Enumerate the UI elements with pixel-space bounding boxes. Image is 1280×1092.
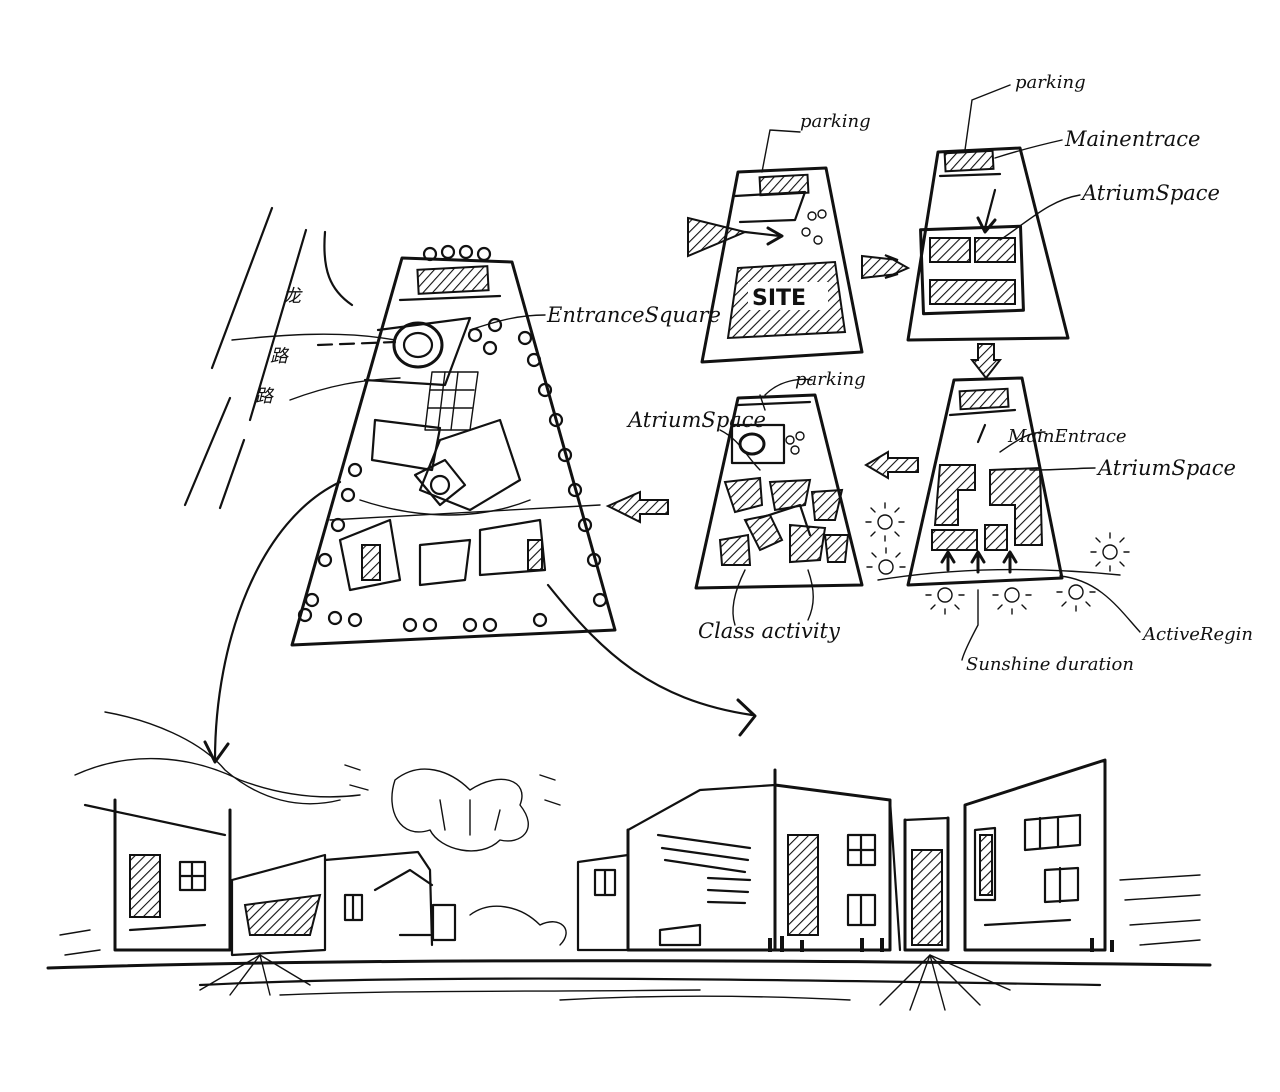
diagram-site: SITE parking <box>687 111 871 364</box>
road-lines: 龙 路 路 <box>183 206 401 510</box>
street-elevation <box>46 711 1212 1011</box>
main-entrance-label-1: Mainentrace <box>1064 127 1200 151</box>
main-entrance-label-2: MainEntrace <box>1007 426 1127 447</box>
parking-label-1: parking <box>800 111 871 132</box>
entrance-square-label: EntranceSquare <box>546 303 721 327</box>
active-region-label: ActiveRegin <box>1141 624 1253 645</box>
road-label-1: 龙 <box>283 286 303 307</box>
road-label-2: 路 <box>270 346 290 367</box>
sun-icon <box>865 502 1130 615</box>
diagram-entrance: parking Mainentrace AtriumSpace <box>906 72 1220 342</box>
atrium-space-label-1: AtriumSpace <box>1080 181 1220 205</box>
sunshine-duration-label: Sunshine duration <box>966 654 1134 675</box>
class-activity-label: Class activity <box>698 619 841 643</box>
site-label: SITE <box>752 286 806 311</box>
site-plan <box>290 256 617 647</box>
road-label-3: 路 <box>255 386 275 407</box>
atrium-space-label-2: AtriumSpace <box>1096 456 1236 480</box>
parking-label-2: parking <box>1015 72 1086 93</box>
tree-icon <box>297 244 608 633</box>
diagram-sunshine: MainEntrace AtriumSpace ActiveRegin Suns… <box>877 376 1253 675</box>
atrium-space-label-3: AtriumSpace <box>626 408 766 432</box>
diagram-class-activity: parking AtriumSpace Class activity <box>626 369 866 643</box>
parking-label-3: parking <box>795 369 866 390</box>
